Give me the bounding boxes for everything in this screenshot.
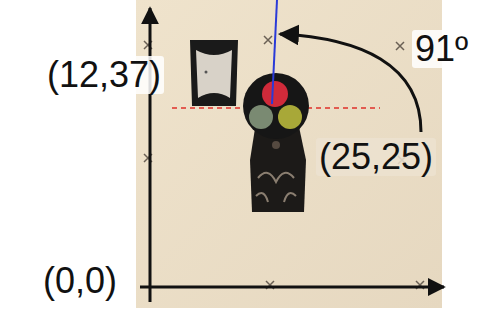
obstacle: [190, 40, 238, 106]
grid-mark: [264, 36, 272, 44]
heading-line: [272, 0, 277, 104]
floor-photo: [136, 0, 442, 308]
grid-mark: [396, 42, 404, 50]
point-coordinate: (12,37): [44, 56, 164, 94]
origin-coordinate: (0,0): [40, 262, 120, 300]
x-axis: [140, 286, 444, 289]
angle-arrow: [280, 34, 421, 132]
point-coordinate: (25,25): [316, 138, 436, 176]
angle-value: 91º: [412, 30, 471, 68]
y-axis: [149, 8, 152, 302]
yellow-marker: [278, 105, 302, 129]
obstacle-inner: [196, 50, 232, 98]
red-marker: [262, 81, 288, 107]
obstacle-body: [190, 40, 238, 106]
robot-top: [243, 73, 309, 139]
robot-part: [272, 141, 280, 149]
green-marker: [249, 105, 273, 129]
obstacle-center: [205, 71, 208, 74]
robot: [243, 73, 309, 212]
robot-wheels: [256, 173, 296, 202]
